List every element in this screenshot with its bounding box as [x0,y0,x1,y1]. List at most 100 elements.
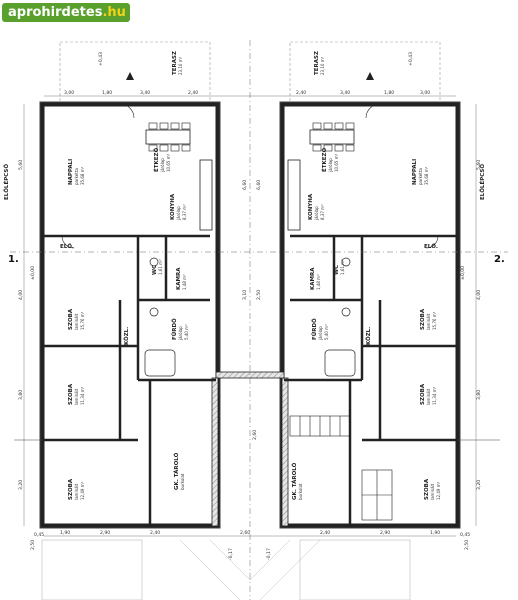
room-label-kamra-left: KAMRA [176,267,182,290]
room-floor-szoba-b-right: laminált [426,388,431,405]
party-wall-left [211,377,219,527]
room-label-wc-right: WC [334,265,340,275]
dim-right-0: 5,60 [476,160,482,170]
room-area-kamra-right: 1,48 m² [316,274,321,290]
room-label-kozl-left: KÖZL. [123,327,130,345]
room-label-wc-left: WC [152,265,158,275]
dim-top-4: 2,40 [296,90,306,96]
room-label-elo-left: ELŐ. [60,243,74,250]
room-label-szoba-b-right: SZOBA [420,383,426,405]
dim-bottom-2: 2,40 [150,530,160,536]
terrace-outline-right [289,41,441,105]
room-label-etkezo-right: ÉTKEZŐ [320,147,328,172]
dim-bottom-5: 2,90 [380,530,390,536]
room-floor-nappali-left: parketta [74,168,79,185]
dim-middle-3: 2,50 [256,290,262,300]
room-area-terasz-right: 23,10 m² [320,56,325,75]
room-label-konyha-left: KONYHA [170,193,176,220]
sink-left [149,307,159,317]
dim-left-3: 3,20 [18,480,24,490]
room-label-terasz-left: TERASZ [172,51,178,75]
room-floor-etkezo-left: járólap [160,158,165,173]
room-floor-konyha-left: járólap [176,206,181,221]
room-floor-konyha-right: járólap [314,206,319,221]
dim-middle-2: 3,10 [242,290,248,300]
dim-right-5: 0,45 [460,532,470,538]
driveway-lines [179,539,321,600]
sink-right [341,307,351,317]
dim-left-2: 3,80 [18,390,24,400]
room-area-konyha-left: 8,37 m² [182,204,187,220]
room-floor-szoba-c-right: laminált [430,483,435,500]
level-0: +0,43 [98,52,104,66]
dim-middle-0: 6,60 [242,180,248,190]
room-label-nappali-left: NAPPALI [68,159,74,185]
bathtub-left [144,349,176,377]
room-floor-furdo-left: járólap [178,326,183,341]
room-area-wc-right: 1,61 m² [340,259,345,275]
room-label-szoba-tarolo-right: GK. TÁROLÓ [291,462,298,500]
room-label-szoba-c-right: SZOBA [424,478,430,500]
room-area-szoba-a-left: 15,76 m² [80,311,85,330]
dim-top-2: 3,40 [140,90,150,96]
dim-top-0: 3,00 [64,90,74,96]
room-area-etkezo-left: 10,65 m² [166,153,171,172]
room-label-nappali-right: NAPPALI [412,159,418,185]
room-area-szoba-c-left: 12,49 m² [80,481,85,500]
dim-right-3: 3,20 [476,480,482,490]
dim-top-5: 3,40 [340,90,350,96]
room-label-eloepcso-right: ELŐLÉPCSŐ [478,164,486,200]
dining-table-right [309,122,355,152]
room-label-szoba-b-left: SZOBA [68,383,74,405]
room-label-elo-right: ELŐ. [424,243,438,250]
kitchen-counter-right [287,159,301,231]
room-area-furdo-left: 5,40 m² [184,324,189,340]
door-swings [61,103,439,249]
axis-label-2: 2. [494,254,505,265]
dining-table-left [145,122,191,152]
dim-middle-1: 6,60 [256,180,262,190]
dim-bottom-4: 2,40 [320,530,330,536]
room-floor-furdo-right: járólap [318,326,323,341]
room-area-szoba-c-right: 12,49 m² [436,481,441,500]
room-floor-tarolo-right: burkolat [298,483,303,500]
dim-left-4: 2,50 [30,540,36,550]
room-area-szoba-b-right: 11,34 m² [432,386,437,405]
north-arrow-left [126,72,134,80]
room-floor-szoba-a-left: laminált [74,313,79,330]
dim-left-0: 5,60 [18,160,24,170]
axis-label-1: 1. [8,254,19,265]
dim-top-6: 1,80 [384,90,394,96]
dim-left-5: 0,45 [34,532,44,538]
room-floor-szoba-c-left: laminált [74,483,79,500]
room-floor-tarolo-left: burkolat [180,473,185,490]
dim-right-2: 3,80 [476,390,482,400]
room-area-kamra-left: 1,48 m² [182,274,187,290]
interior-walls-right [284,234,458,526]
room-area-szoba-a-right: 15,76 m² [432,311,437,330]
room-floor-nappali-right: parketta [418,168,423,185]
driveway-outline-right [299,539,411,600]
driveway-outline-left [41,539,143,600]
exterior-wall-right [279,101,461,529]
room-label-tarolo-left: GK. TÁROLÓ [173,452,180,490]
room-label-kozl-right: KÖZL. [365,327,372,345]
dim-bottom-6: 1,90 [430,530,440,536]
room-area-szoba-b-left: 11,34 m² [80,386,85,405]
room-label-eloepcso-left: ELŐLÉPCSŐ [2,164,10,200]
level-5: -0,17 [266,548,272,560]
interior-walls-left [42,234,216,526]
watermark-brand: aprohirdetes [8,5,103,20]
toilet-right [341,257,351,267]
bathtub-right [324,349,356,377]
room-label-szoba-a-left: SZOBA [68,308,74,330]
dim-middle-4: 2,60 [252,430,258,440]
level-marks: +0,43 +0,43 ±0,00 ±0,00 -0,17 -0,17 [30,52,466,560]
exterior-wall-left [39,101,221,529]
facade-line-left [39,101,221,529]
level-3: ±0,00 [460,266,466,280]
room-area-terasz-left: 23,10 m² [178,56,183,75]
stairs-right [289,415,351,437]
room-area-konyha-right: 8,37 m² [320,204,325,220]
